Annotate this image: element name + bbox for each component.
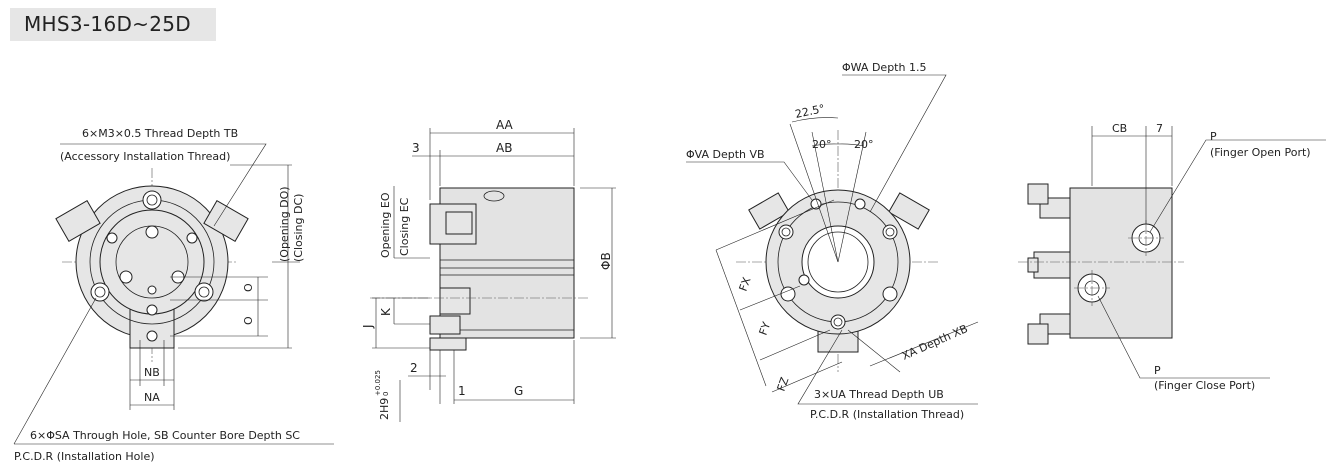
port-body bbox=[1069, 187, 1173, 339]
h9-lower-tol: 0 bbox=[382, 392, 390, 396]
thread-hole bbox=[145, 225, 159, 239]
mount-hole bbox=[90, 282, 110, 302]
jaw-top-left bbox=[55, 200, 101, 242]
va-label: ΦVA Depth VB bbox=[686, 148, 765, 161]
ua-pcd-text: P.C.D.R (Installation Thread) bbox=[810, 408, 964, 421]
fx-label: FX bbox=[737, 275, 754, 293]
mount-hole bbox=[142, 190, 162, 210]
g-label: G bbox=[514, 384, 523, 398]
dim-3-label: 3 bbox=[412, 141, 420, 155]
angle-22-5-label: 22.5° bbox=[794, 102, 826, 121]
dim-2-label: 2 bbox=[410, 361, 418, 375]
rear-view bbox=[686, 74, 979, 405]
phi-b-label: ΦB bbox=[599, 252, 613, 270]
finger-close-port-label: (Finger Close Port) bbox=[1154, 379, 1255, 392]
k-label: K bbox=[379, 307, 393, 316]
h9-label: 2H9 bbox=[378, 398, 391, 420]
cb-label: CB bbox=[1112, 122, 1127, 135]
port-view bbox=[1018, 126, 1326, 379]
h9-upper-tol: +0.025 bbox=[374, 370, 382, 396]
side-view bbox=[370, 128, 616, 422]
closing-dc-label: (Closing DC) bbox=[292, 194, 305, 262]
finger-open-port-label: (Finger Open Port) bbox=[1210, 146, 1311, 159]
mount-hole bbox=[194, 282, 214, 302]
nb-label: NB bbox=[144, 366, 160, 379]
angle-20-label: 20° bbox=[812, 138, 832, 151]
fz-label: FZ bbox=[775, 375, 792, 393]
j-label: J bbox=[361, 324, 375, 329]
fy-label: FY bbox=[757, 320, 774, 337]
wa-label: ΦWA Depth 1.5 bbox=[842, 61, 926, 74]
angle-20-label: 20° bbox=[854, 138, 874, 151]
na-label: NA bbox=[144, 391, 160, 404]
thread-hole bbox=[119, 270, 133, 284]
o-dimension-label: O bbox=[242, 283, 255, 292]
closing-ec-label: Closing EC bbox=[398, 197, 411, 256]
p-close-label: P bbox=[1154, 364, 1161, 377]
model-title: MHS3-16D~25D bbox=[24, 12, 191, 36]
dim-1-label: 1 bbox=[458, 384, 466, 398]
aa-label: AA bbox=[496, 118, 514, 132]
pcd-note-text: P.C.D.R (Installation Hole) bbox=[14, 450, 155, 463]
p-open-label: P bbox=[1210, 130, 1217, 143]
opening-do-label: (Opening DO) bbox=[278, 186, 291, 262]
hole-spec-text: 6×ΦSA Through Hole, SB Counter Bore Dept… bbox=[30, 429, 300, 442]
xa-label: XA Depth XB bbox=[900, 322, 970, 363]
jaw-side-lower bbox=[439, 287, 471, 315]
dim-7-label: 7 bbox=[1156, 122, 1163, 135]
ua-thread-text: 3×UA Thread Depth UB bbox=[814, 388, 944, 401]
ab-label: AB bbox=[496, 141, 512, 155]
thread-spec-text: 6×M3×0.5 Thread Depth TB bbox=[82, 127, 238, 140]
title-background bbox=[10, 8, 216, 41]
front-view bbox=[13, 143, 334, 445]
thread-note-text: (Accessory Installation Thread) bbox=[60, 150, 230, 163]
o-dimension-label: O bbox=[242, 316, 255, 325]
jaw-top-right bbox=[203, 200, 249, 242]
opening-eo-label: Opening EO bbox=[379, 192, 392, 258]
